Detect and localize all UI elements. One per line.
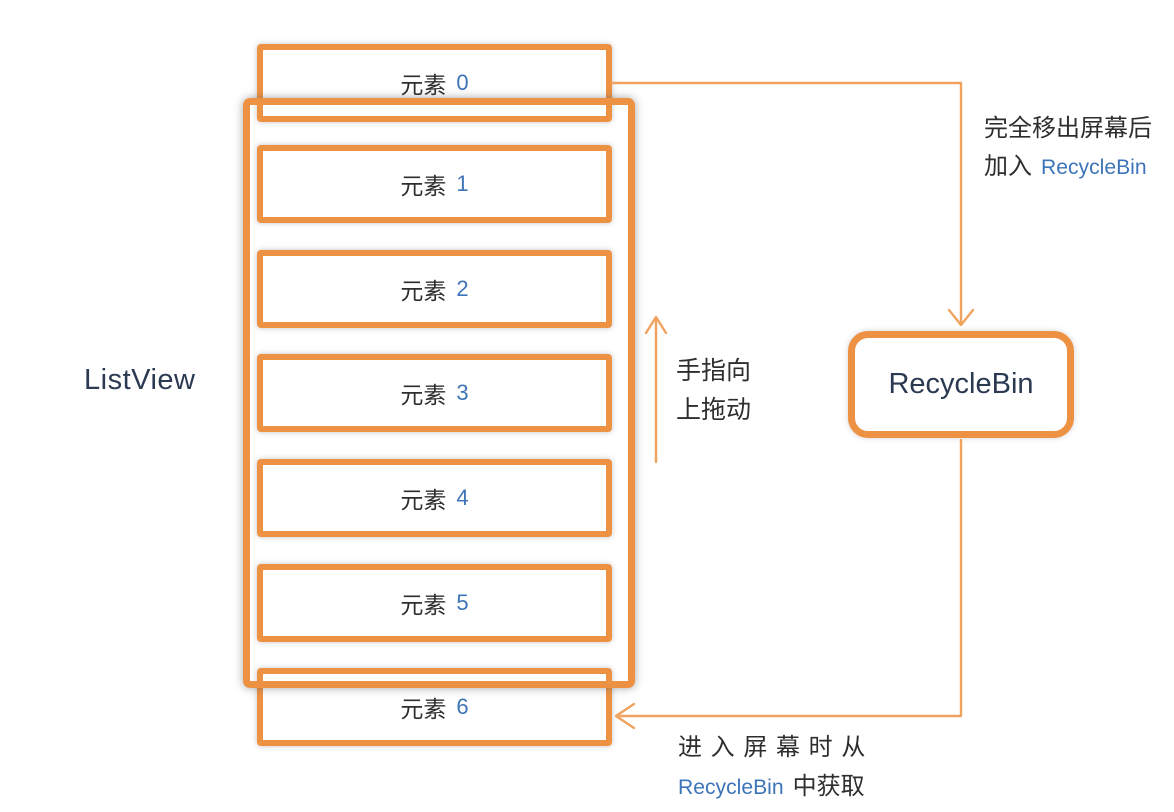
to-recyclebin-annotation-line1: 完全移出屏幕后 bbox=[984, 115, 1152, 142]
recyclebin-box: RecycleBin bbox=[848, 331, 1074, 438]
item-number: 3 bbox=[456, 380, 469, 405]
to-recyclebin-annotation-prefix: 加入 bbox=[984, 153, 1032, 180]
listview-label: ListView bbox=[84, 364, 196, 396]
to-recyclebin-annotation-keyword: RecycleBin bbox=[1041, 156, 1147, 179]
list-item-4: 元素 4 bbox=[257, 459, 612, 537]
item-number: 0 bbox=[456, 70, 469, 95]
item-number: 4 bbox=[456, 485, 469, 510]
item-label: 元素 bbox=[400, 72, 447, 98]
item-label: 元素 bbox=[400, 382, 447, 408]
to-recyclebin-annotation: 完全移出屏幕后 加入 RecycleBin bbox=[984, 110, 1152, 187]
from-recyclebin-annotation: 进 入 屏 幕 时 从 RecycleBin 中获取 bbox=[678, 728, 866, 807]
arrow-from-recyclebin-icon bbox=[614, 438, 963, 730]
list-item-2: 元素 2 bbox=[257, 250, 612, 328]
drag-annotation-line2: 上拖动 bbox=[676, 396, 752, 424]
list-item-3: 元素 3 bbox=[257, 354, 612, 432]
item-number: 6 bbox=[456, 694, 469, 719]
from-recyclebin-annotation-suffix: 中获取 bbox=[792, 773, 865, 800]
item-number: 5 bbox=[456, 590, 469, 615]
arrow-to-recyclebin-icon bbox=[610, 81, 975, 327]
item-label: 元素 bbox=[400, 696, 447, 722]
list-item-0: 元素 0 bbox=[257, 44, 612, 122]
from-recyclebin-annotation-keyword: RecycleBin bbox=[678, 776, 784, 799]
list-item-1: 元素 1 bbox=[257, 145, 612, 223]
drag-up-arrow-icon bbox=[644, 315, 668, 464]
from-recyclebin-annotation-line1: 进 入 屏 幕 时 从 bbox=[678, 734, 867, 761]
item-label: 元素 bbox=[400, 487, 447, 513]
item-label: 元素 bbox=[400, 173, 447, 199]
item-number: 1 bbox=[456, 171, 469, 196]
drag-annotation: 手指向 上拖动 bbox=[676, 352, 751, 430]
list-item-6: 元素 6 bbox=[257, 668, 612, 746]
recyclebin-label: RecycleBin bbox=[888, 368, 1034, 400]
list-item-5: 元素 5 bbox=[257, 564, 612, 642]
item-label: 元素 bbox=[400, 278, 447, 304]
drag-annotation-line1: 手指向 bbox=[676, 357, 752, 385]
item-label: 元素 bbox=[400, 592, 447, 618]
item-number: 2 bbox=[456, 276, 469, 301]
